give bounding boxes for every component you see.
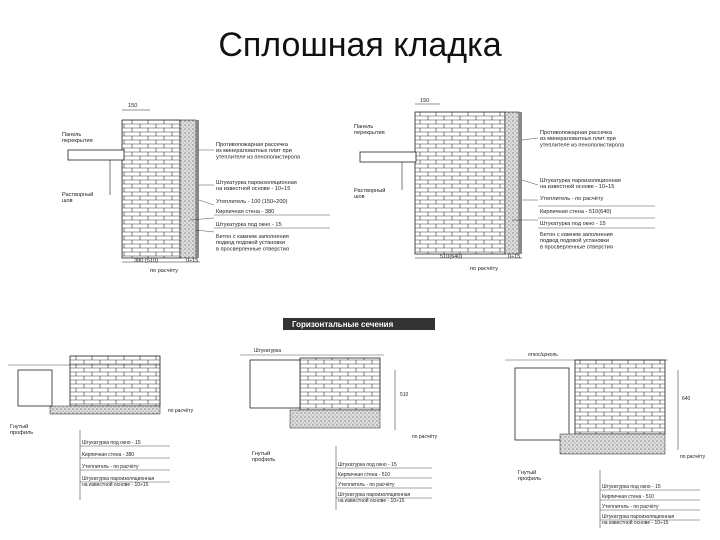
brick-wall — [299, 357, 381, 411]
by-calc-label: по расчёту — [412, 434, 438, 440]
dim-top-label: 150 — [420, 98, 429, 104]
inner-plaster-label: Штукатурка под окно - 15 — [602, 484, 661, 490]
brick-wall-label: Кирпичная стена - 510(640) — [540, 209, 611, 215]
section-header-bar — [283, 318, 435, 330]
section-header: Горизонтальные сечения — [292, 320, 394, 329]
dim-side-label: 640 — [682, 396, 691, 402]
inner-plaster-label: Штукатурка под окно - 15 — [338, 462, 397, 468]
dim-top-label: 150 — [128, 103, 137, 109]
brick-wall — [121, 119, 181, 259]
insulation-label: Утеплитель - по расчёту — [82, 464, 139, 470]
by-calc-label: по расчёту — [680, 454, 706, 460]
insulation-layer — [559, 433, 666, 455]
slide-title: Сплошная кладка — [218, 26, 502, 64]
inner-plaster-label: Штукатурка под окно - 15 — [216, 222, 282, 228]
insulation-label: Утеплитель - по расчёту — [540, 196, 603, 202]
plaster-layer — [519, 112, 522, 254]
window-frame — [514, 367, 570, 441]
brick-wall-label: Кирпичная стена - 510 — [338, 472, 390, 478]
dim-side-label: 0÷15 — [186, 258, 198, 264]
plaster-layer — [196, 120, 199, 258]
brick-wall — [574, 359, 666, 435]
insulation-label: Утеплитель - по расчёту — [602, 504, 659, 510]
brick-wall-label: Кирпичная стена - 510 — [602, 494, 654, 500]
brick-wall-label: Кирпичная стена - 380 — [216, 209, 274, 215]
insulation-layer — [49, 405, 161, 415]
window-frame — [17, 369, 53, 407]
insulation-label: Утеплитель - 100 (150÷200) — [216, 199, 288, 205]
floor-panel — [67, 149, 125, 161]
brick-wall — [69, 355, 161, 407]
brick-wall — [414, 111, 506, 255]
insulation-layer — [179, 119, 197, 259]
by-calc-label: по расчёту — [168, 408, 194, 414]
by-calc-label: по расчёту — [150, 268, 178, 274]
insulation-layer — [289, 409, 381, 429]
dim-bottom-label: 510(640) — [440, 254, 463, 260]
brick-wall-label: Кирпичная стена - 380 — [82, 452, 134, 458]
top-label: Штукатурка — [254, 348, 281, 354]
inner-plaster-label: Штукатурка под окно - 15 — [540, 221, 606, 227]
inner-plaster-label: Штукатурка под окно - 15 — [82, 440, 141, 446]
by-calc-label: по расчёту — [470, 266, 498, 272]
dim-side-label: 0÷15 — [508, 254, 520, 260]
dim-bottom-label: 380 (510) — [134, 258, 158, 264]
insulation-label: Утеплитель - по расчёту — [338, 482, 395, 488]
top-label: откос/цоколь — [528, 352, 558, 358]
window-frame — [249, 359, 301, 409]
insulation-layer — [504, 111, 520, 255]
dim-side-label: 510 — [400, 392, 409, 398]
floor-panel — [359, 151, 417, 163]
